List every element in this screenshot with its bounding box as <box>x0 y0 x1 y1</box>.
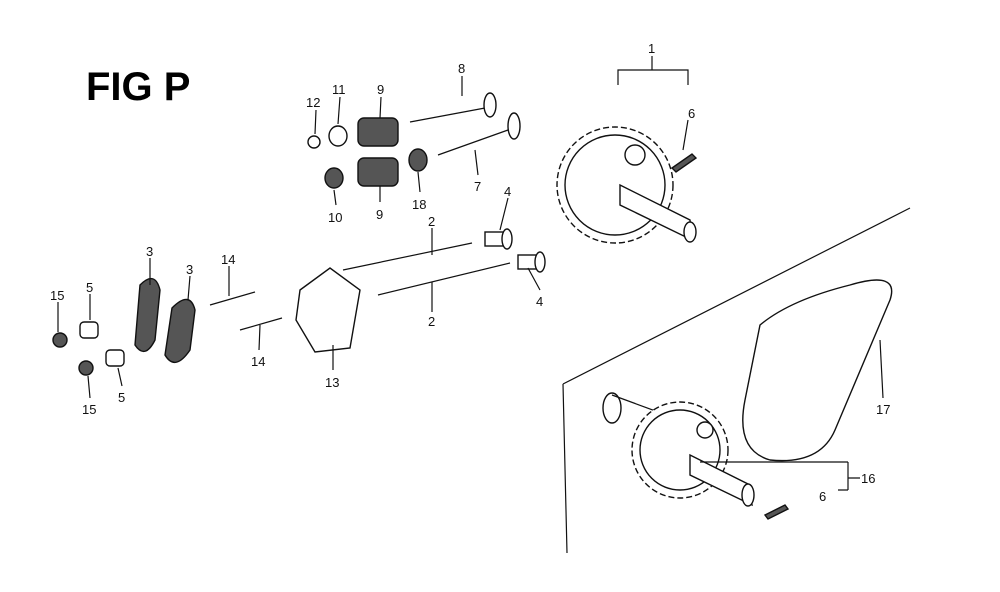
pushrod-bottom <box>377 262 511 296</box>
callout-9: 9 <box>377 82 384 97</box>
callout-5: 5 <box>86 280 93 295</box>
callout-13: 13 <box>325 375 339 390</box>
callout-16: 16 <box>861 471 875 486</box>
callout-12: 12 <box>306 95 320 110</box>
callout-7: 7 <box>474 179 481 194</box>
callout-3: 3 <box>146 244 153 259</box>
inset-divider <box>562 207 911 554</box>
camshaft-gear-top <box>556 126 697 244</box>
pivot-bottom <box>105 349 125 367</box>
pivot-bolt-top <box>209 291 256 306</box>
valve-exhaust <box>409 92 497 123</box>
nut-bottom <box>78 360 94 376</box>
callout-2: 2 <box>428 214 435 229</box>
callout-3: 3 <box>186 262 193 277</box>
rocker-arm-right <box>164 298 196 363</box>
valve-intake <box>437 112 521 156</box>
camshaft-gear-bottom <box>602 392 755 507</box>
callout-8: 8 <box>458 61 465 76</box>
callout-11: 11 <box>332 82 346 97</box>
callout-1: 1 <box>648 41 655 56</box>
callout-9: 9 <box>376 207 383 222</box>
callout-14: 14 <box>251 354 265 369</box>
rocker-arm-left <box>134 277 161 353</box>
guide-plate <box>295 267 361 353</box>
pivot-top <box>79 321 99 339</box>
spring-top <box>670 153 698 173</box>
callout-5: 5 <box>118 390 125 405</box>
timing-belt <box>742 279 893 462</box>
lifters <box>484 228 546 273</box>
pushrod-top <box>342 242 473 271</box>
callout-18: 18 <box>412 197 426 212</box>
valve-springs <box>307 117 428 189</box>
callout-4: 4 <box>504 184 511 199</box>
leader-lines <box>57 56 884 491</box>
callout-6: 6 <box>688 106 695 121</box>
spring-bottom <box>763 504 790 520</box>
callout-15: 15 <box>50 288 64 303</box>
callout-2: 2 <box>428 314 435 329</box>
nut-top <box>52 332 68 348</box>
pivot-bolt-bottom <box>239 317 283 331</box>
callout-17: 17 <box>876 402 890 417</box>
callout-14: 14 <box>221 252 235 267</box>
callout-10: 10 <box>328 210 342 225</box>
callout-4: 4 <box>536 294 543 309</box>
callout-15: 15 <box>82 402 96 417</box>
figure-title: FIG P <box>86 65 190 109</box>
callout-6: 6 <box>819 489 826 504</box>
